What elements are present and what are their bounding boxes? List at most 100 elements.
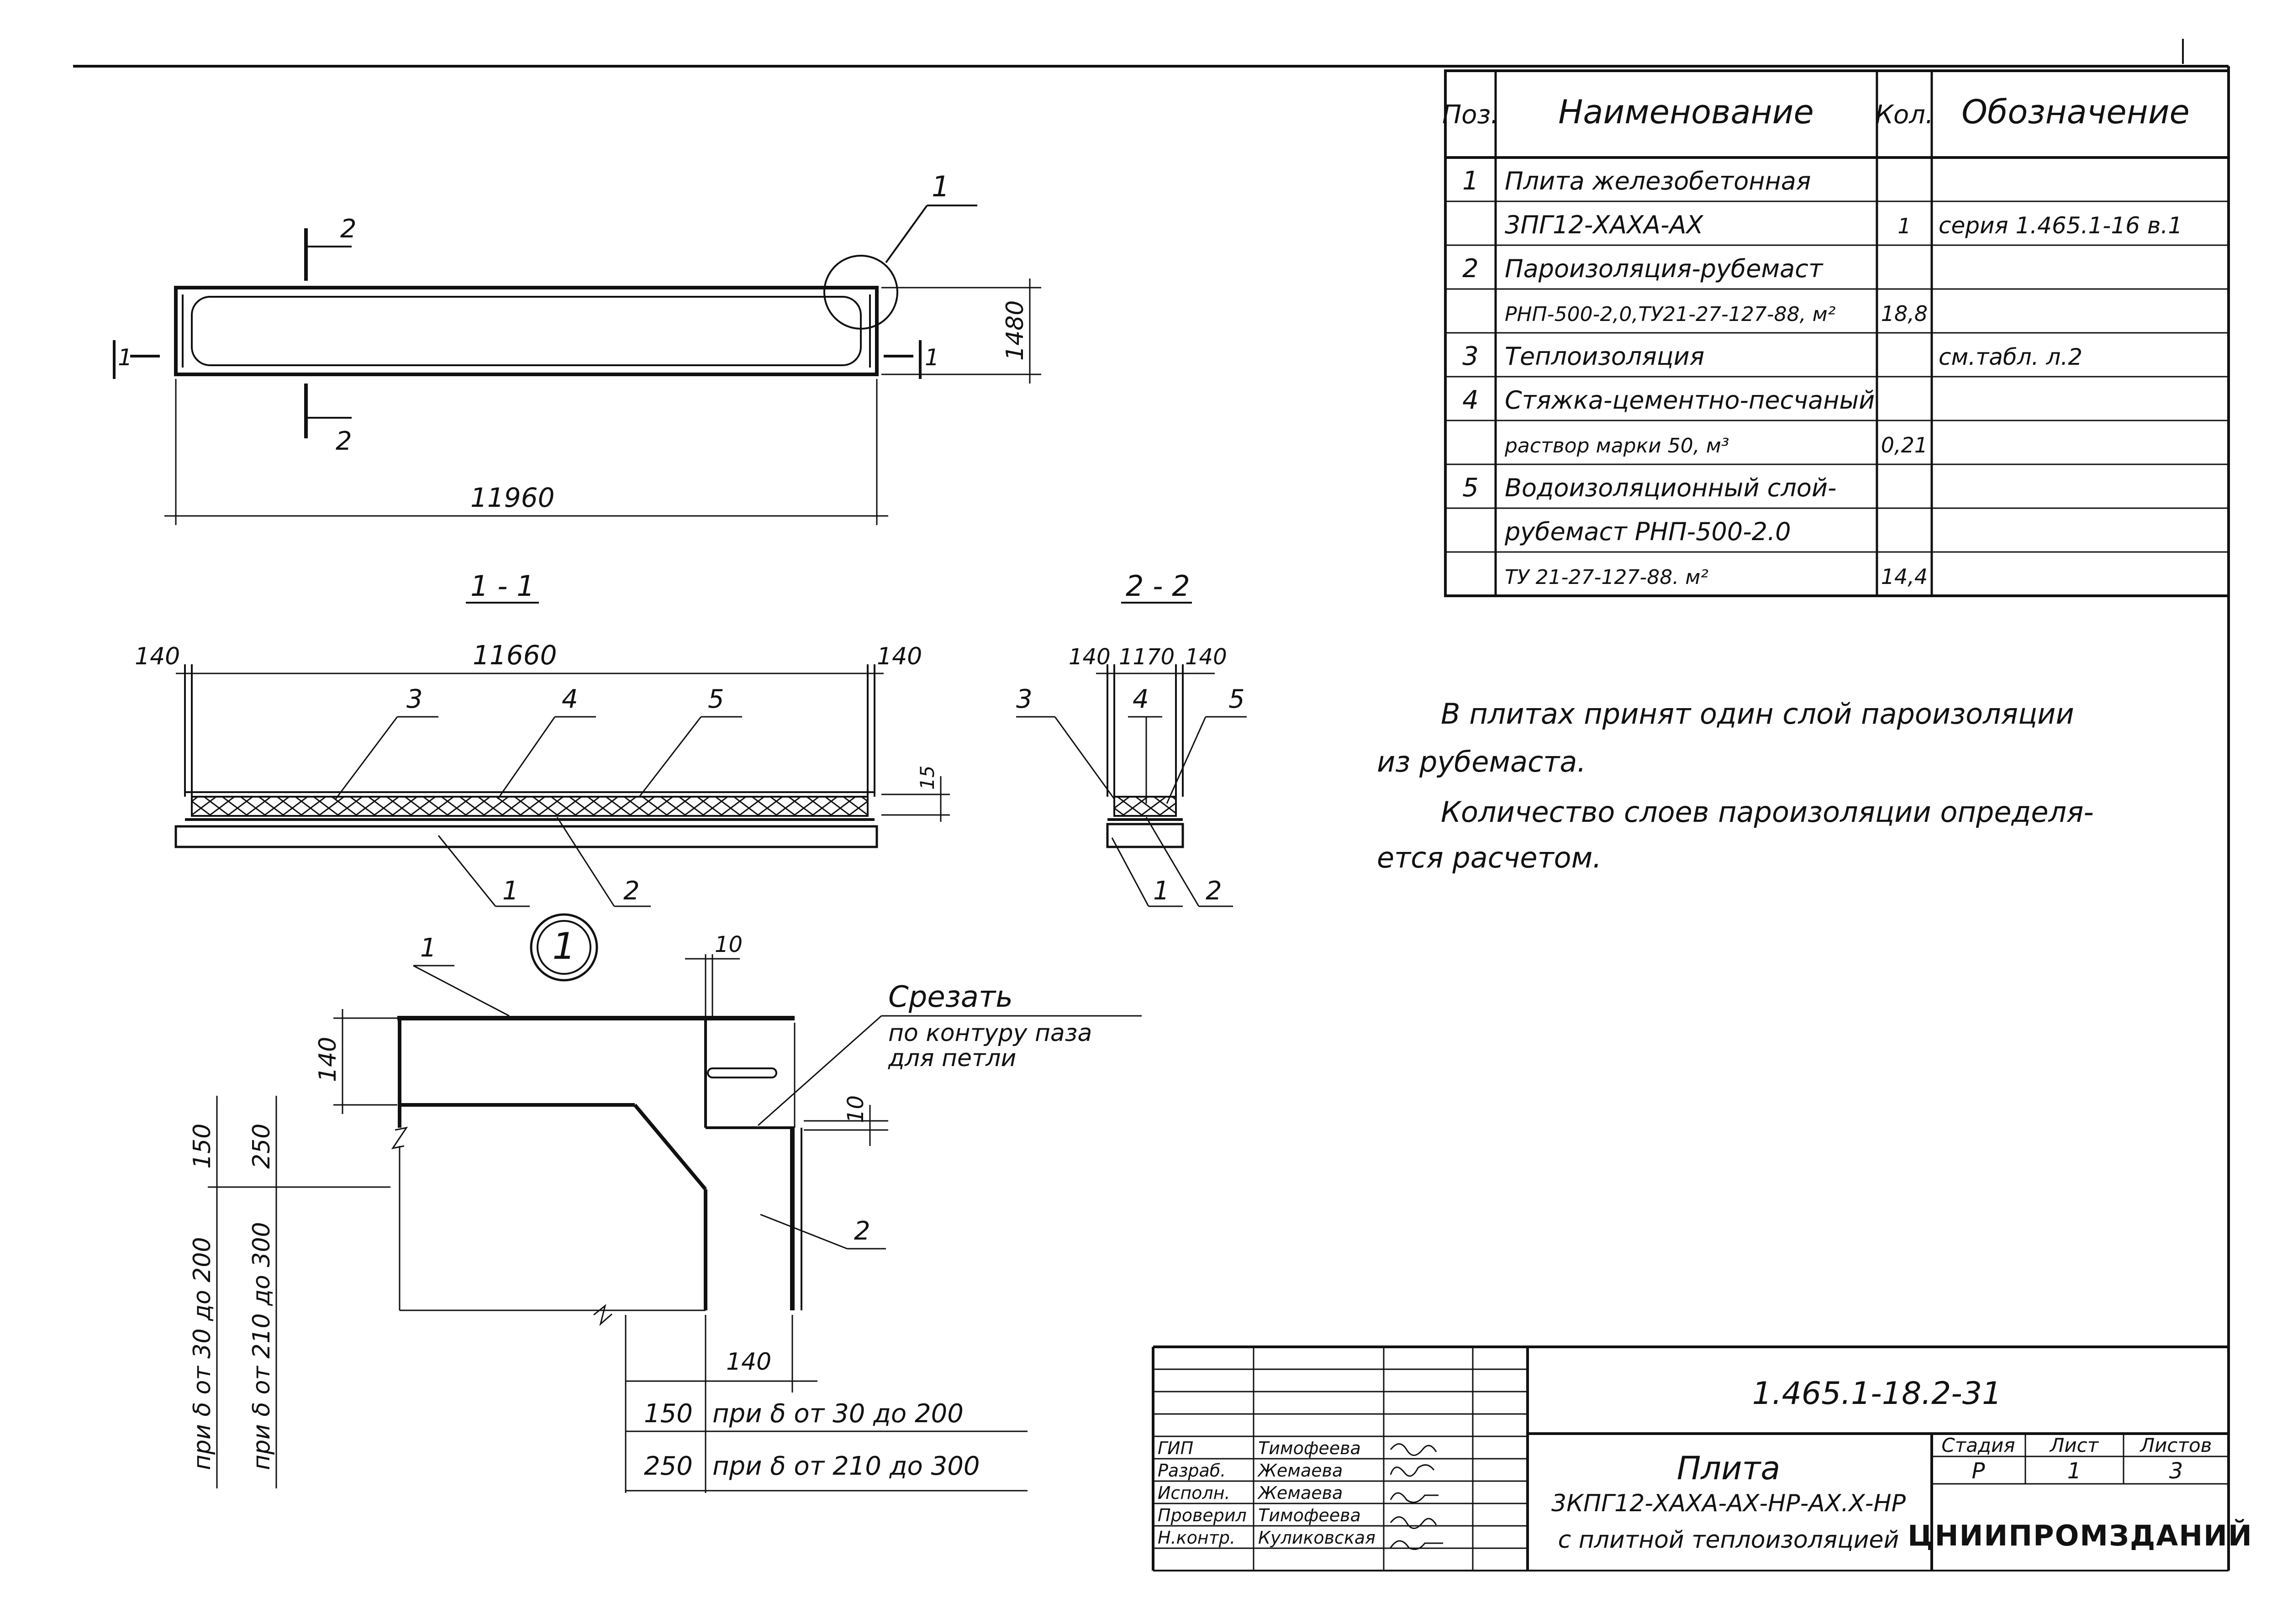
section-2-2: 2 - 2 140 1170 140 3 4 5 1 2	[1016, 569, 1247, 907]
spec-cell-name: ТУ 21-27-127-88. м²	[1505, 566, 1708, 589]
detail-callout-circle	[823, 255, 898, 330]
s22-dim-left: 140	[1069, 644, 1111, 670]
header-designation: Обозначение	[1961, 93, 2190, 131]
section-1-1-title: 1 - 1	[470, 569, 535, 603]
spec-cell-qty: 18,8	[1881, 301, 1928, 326]
note-line-2: из рубемаста.	[1377, 745, 1586, 778]
signature-proveril	[1390, 1516, 1437, 1529]
section-mark-2-top: 2	[340, 214, 357, 244]
doc-title-line-2: 3КПГ12-ХАХА-АХ-НР-АХ.Х-НР	[1551, 1490, 1906, 1517]
s11-leader-2: 2	[623, 876, 640, 906]
role-label: Исполн.	[1158, 1483, 1230, 1503]
s11-dim-right: 140	[877, 643, 922, 670]
s22-dim-middle: 1170	[1119, 644, 1175, 670]
spec-cell-name: раствор марки 50, м³	[1504, 434, 1729, 457]
s22-leader-5: 5	[1228, 684, 1245, 714]
spec-cell-name: Теплоизоляция	[1505, 342, 1704, 371]
spec-cell-pos: 2	[1462, 254, 1479, 284]
role-person: Тимофеева	[1258, 1505, 1361, 1525]
sheets-header: Листов	[2140, 1434, 2212, 1456]
stage-value: Р	[1972, 1458, 1985, 1484]
cut-note-title: Срезать	[888, 980, 1013, 1014]
section-1-1: 1 - 1 140 11660 140 15 3 4 5 1 2	[135, 569, 950, 907]
organization: ЦНИИПРОМЗДАНИЙ	[1908, 1519, 2253, 1552]
note-line-1: В плитах принят один слой пароизоляции	[1441, 697, 2074, 731]
detail-left-label-2: при δ от 210 до 300	[248, 1222, 275, 1470]
s22-dim-right: 140	[1185, 644, 1227, 670]
spec-cell-pos: 5	[1462, 473, 1479, 503]
s11-dim-layer: 15	[916, 766, 938, 790]
spec-cell-name: рубемаст РНП-500-2.0	[1504, 517, 1791, 546]
s11-dim-middle: 11660	[473, 640, 557, 671]
role-label: Н.контр.	[1158, 1528, 1235, 1548]
sheet-value: 1	[2067, 1458, 2082, 1484]
role-label: Разраб.	[1158, 1461, 1226, 1481]
spec-cell-pos: 1	[1462, 166, 1479, 196]
signatures	[1390, 1443, 1443, 1550]
plan-view: 1 2 2 1 1 1480 11960	[113, 170, 1041, 525]
cut-note-line-1: по контуру паза	[888, 1020, 1092, 1047]
s22-leader-1: 1	[1153, 876, 1170, 906]
detail-dim-250: 250	[248, 1124, 275, 1169]
s11-leader-1: 1	[502, 876, 519, 906]
detail-left-label-1: при δ от 30 до 200	[189, 1237, 216, 1470]
detail-marker-label: 1	[553, 925, 576, 967]
s11-dim-left: 140	[135, 643, 180, 670]
sheets-value: 3	[2169, 1458, 2183, 1484]
role-label: Проверил	[1158, 1505, 1247, 1525]
role-person: Куликовская	[1258, 1528, 1376, 1548]
spec-cell-designation: см.табл. л.2	[1939, 344, 2082, 370]
spec-cell-pos: 4	[1462, 385, 1479, 415]
detail-dim-10-right: 10	[843, 1095, 869, 1123]
detail-table-condition-1: при δ от 30 до 200	[712, 1399, 964, 1429]
detail-dim-150: 150	[189, 1124, 216, 1169]
header-name: Наименование	[1558, 93, 1814, 131]
spec-cell-name: 3ПГ12-ХАХА-АХ	[1505, 210, 1704, 239]
role-person: Жемаева	[1257, 1461, 1343, 1481]
detail-dim-10-top: 10	[715, 932, 743, 957]
plan-callout-label: 1	[932, 170, 949, 203]
spec-cell-qty: 0,21	[1881, 433, 1928, 457]
spec-cell-qty: 1	[1897, 214, 1911, 238]
role-label: ГИП	[1158, 1438, 1193, 1458]
signature-ispoln	[1390, 1492, 1439, 1503]
doc-title-line-3: с плитной теплоизоляцией	[1558, 1526, 1899, 1554]
detail-dim-140-vertical: 140	[314, 1037, 342, 1082]
s11-leader-5: 5	[708, 684, 724, 714]
s11-hatched-layer	[191, 796, 869, 817]
spec-cell-qty: 14,4	[1881, 564, 1928, 589]
spec-cell-name: Водоизоляционный слой-	[1505, 473, 1837, 502]
spec-row-lines	[1445, 200, 2229, 553]
detail-table-value-1: 150	[644, 1399, 693, 1429]
section-mark-2-bottom: 2	[336, 426, 352, 456]
cut-note-line-2: для петли	[888, 1045, 1016, 1072]
detail-dim-140-bottom: 140	[726, 1348, 771, 1376]
spec-cell-pos: 3	[1462, 342, 1479, 371]
s22-leader-4: 4	[1133, 684, 1149, 714]
plan-length-dim: 11960	[470, 482, 555, 513]
detail-1: 1 1 2 Срезать по контуру паза дл	[189, 913, 1142, 1493]
section-mark-1-left: 1	[118, 344, 132, 371]
s11-leader-4: 4	[562, 684, 578, 714]
section-2-2-title: 2 - 2	[1126, 569, 1190, 603]
header-pos: Поз.	[1442, 100, 1499, 130]
detail-marker-outer	[530, 913, 598, 982]
plan-width-dim: 1480	[1001, 300, 1029, 361]
role-person: Жемаева	[1257, 1483, 1343, 1503]
header-qty: Кол.	[1875, 100, 1934, 130]
s22-leader-3: 3	[1016, 684, 1033, 714]
s22-leader-2: 2	[1206, 876, 1222, 906]
notes: В плитах принят один слой пароизоляции и…	[1377, 697, 2094, 874]
note-line-3: Количество слоев пароизоляции определя-	[1441, 795, 2094, 829]
signature-nkontr	[1390, 1540, 1443, 1550]
section-mark-1-right: 1	[925, 344, 939, 371]
detail-leader-2: 2	[854, 1216, 870, 1246]
spec-cell-name: РНП-500-2,0,ТУ21-27-127-88, м²	[1505, 303, 1835, 326]
note-line-4: ется расчетом.	[1377, 841, 1602, 874]
s11-leader-3: 3	[406, 684, 423, 714]
s22-hatched-layer	[1113, 796, 1177, 817]
